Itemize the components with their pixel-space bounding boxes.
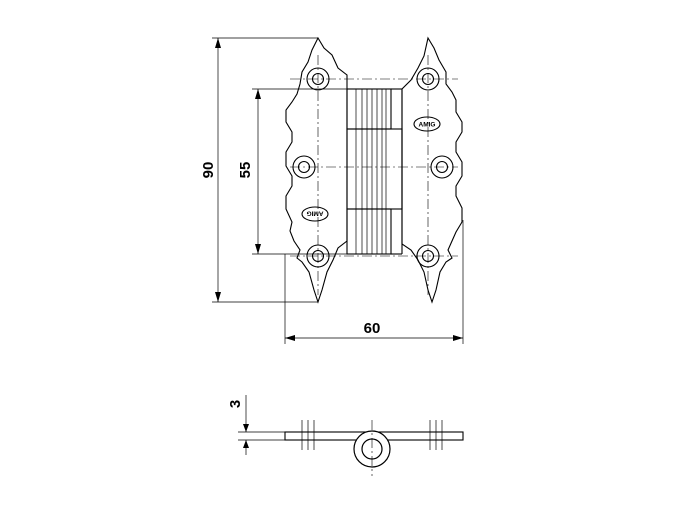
knuckle-lower bbox=[346, 208, 392, 255]
screw-hole-right-bottom bbox=[416, 244, 440, 268]
barrel-shading bbox=[355, 89, 387, 254]
knuckle-upper bbox=[346, 88, 392, 130]
dimension-label-3: 3 bbox=[227, 400, 244, 408]
dimension-thickness-3: 3 bbox=[227, 395, 292, 455]
screw-hole-left-bottom bbox=[306, 244, 330, 268]
brand-logo-right: AMIG bbox=[413, 116, 441, 132]
dimension-label-90: 90 bbox=[200, 162, 217, 179]
knuckle-middle bbox=[346, 128, 403, 210]
dimension-label-55: 55 bbox=[237, 162, 254, 179]
screw-hole-right-middle bbox=[430, 155, 454, 179]
dimension-spacing-55: 55 bbox=[237, 88, 350, 255]
dimension-height-90: 90 bbox=[200, 37, 318, 303]
screw-hole-right-top bbox=[416, 67, 440, 91]
hinge-side-view bbox=[284, 420, 464, 476]
dimension-width-60: 60 bbox=[284, 220, 464, 344]
side-screw-marks bbox=[301, 420, 443, 476]
hinge-front-view: AMIG AMIG bbox=[285, 36, 463, 304]
screw-hole-left-middle bbox=[292, 155, 316, 179]
screw-hole-left-top bbox=[306, 67, 330, 91]
svg-text:AMIG: AMIG bbox=[307, 210, 324, 217]
dimension-label-60: 60 bbox=[364, 320, 381, 337]
svg-text:AMIG: AMIG bbox=[419, 122, 436, 129]
left-leaf-outline bbox=[285, 36, 348, 304]
brand-logo-left: AMIG bbox=[301, 206, 329, 222]
